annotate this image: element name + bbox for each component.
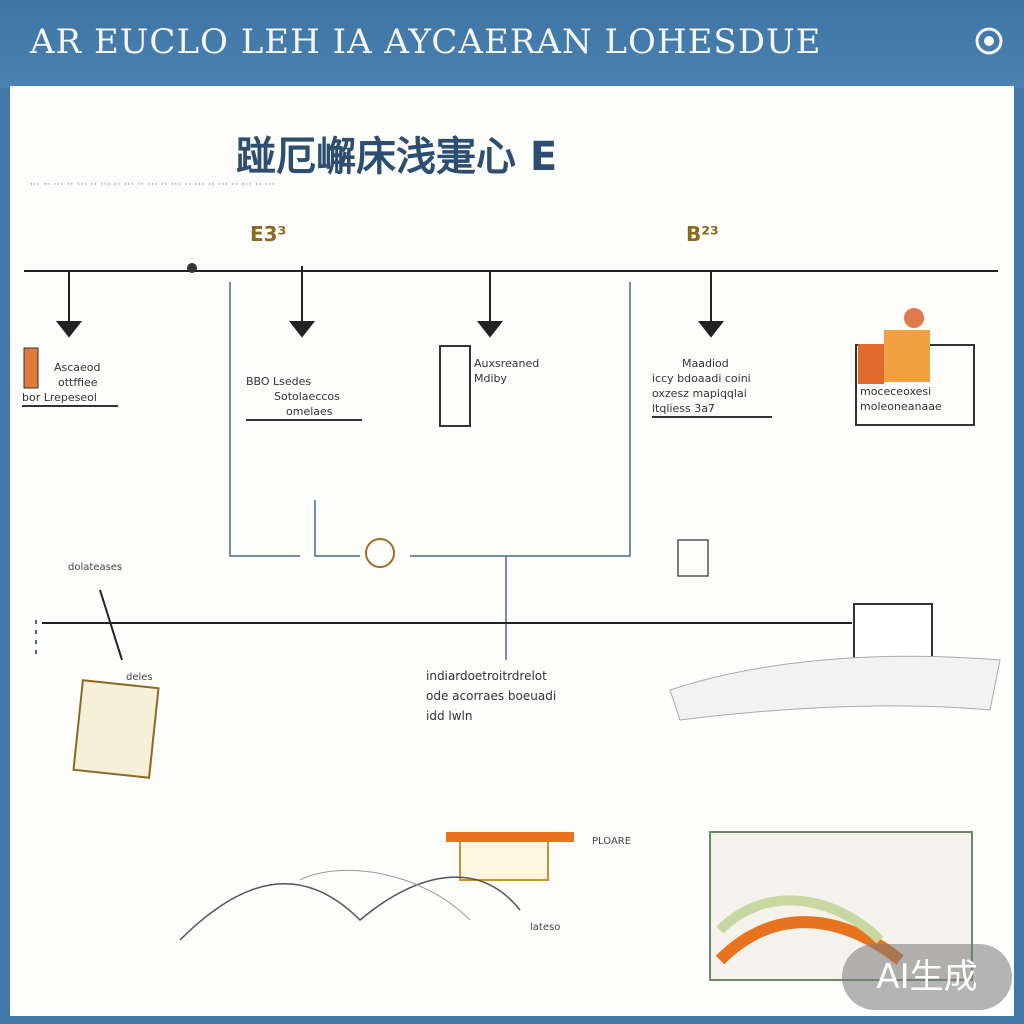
process-box-1: Ascaeod ottffiee bor Lrepeseol <box>22 360 118 407</box>
ai-generated-badge: AI生成 <box>842 944 1012 1010</box>
process-box-4: Maadiod iccy bdoaadi coini oxzesz mapiqq… <box>652 356 772 418</box>
center-line-2: ode acorraes boeuadi <box>426 689 557 703</box>
box-2-line-2: Sotolaeccos <box>274 390 340 403</box>
sketch-label-3: lateso <box>530 922 561 933</box>
box-4-line-1: Maadiod <box>682 357 729 370</box>
box-1-line-1: Ascaeod <box>54 361 101 374</box>
box-1-line-3: bor Lrepeseol <box>22 391 97 404</box>
box-4-line-2: iccy bdoaadi coini <box>652 372 751 385</box>
center-line-1: indiardoetroitrdrelot <box>426 669 547 683</box>
box-4-line-3: oxzesz mapiqqlai <box>652 387 747 400</box>
box-5-line-2: moleoneanaae <box>860 400 942 413</box>
header-bar: AR EUCLO LEH IA AYCAERAN LOHESDUE <box>0 0 1024 88</box>
box-1-line-2: ottffiee <box>58 376 98 389</box>
header-title: AR EUCLO LEH IA AYCAERAN LOHESDUE <box>30 22 822 62</box>
process-box-3: Auxsreaned Mdiby <box>474 356 564 386</box>
phase-label-left: E3³ <box>250 222 287 246</box>
gear-icon[interactable] <box>972 24 1006 58</box>
box-3-line-1: Auxsreaned <box>474 357 540 370</box>
box-4-line-4: ltqliess 3a7 <box>652 402 715 415</box>
box-2-line-3: omelaes <box>286 405 333 418</box>
diagram-title: 踫厄嶰床浅寁心 E <box>236 134 558 180</box>
sketch-label-4: PLOARE <box>592 836 632 847</box>
box-5-line-1: moceceoxesi <box>860 385 932 398</box>
center-annotation: indiardoetroitrdrelot ode acorraes boeua… <box>426 666 556 726</box>
subtitle-strip: ··· ·· ··· ·· ··· ·· ··· ·· ··· ·· ··· ·… <box>30 180 276 190</box>
sketch-label-1: dolateases <box>68 562 123 573</box>
process-box-5: moceceoxesi moleoneanaae <box>860 384 972 414</box>
box-2-line-1: BBO Lsedes <box>246 375 312 388</box>
process-box-2: BBO Lsedes Sotolaeccos omelaes <box>246 374 362 421</box>
center-line-3: idd lwln <box>426 709 473 723</box>
sketch-label-2: deles <box>126 672 153 683</box>
phase-label-right: B²³ <box>686 222 719 246</box>
box-3-line-2: Mdiby <box>474 372 508 385</box>
